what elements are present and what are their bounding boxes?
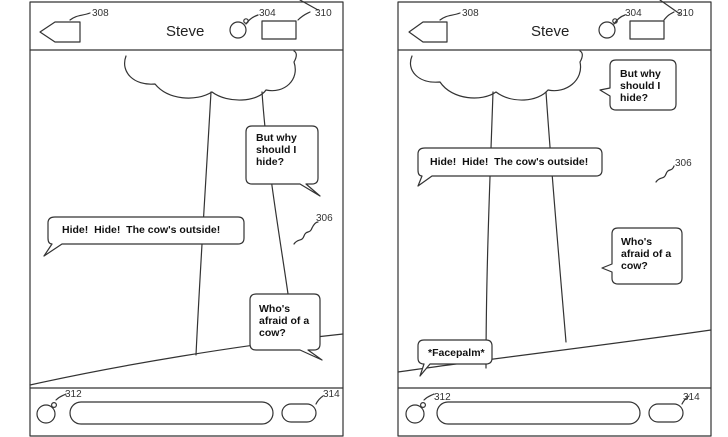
left-ref-312: 312	[65, 389, 82, 400]
left-tree-canopy	[124, 50, 297, 101]
right-bubble-shape-1	[599, 59, 677, 111]
right-tree-trunk-right	[545, 91, 567, 343]
left-ref-304: 304	[259, 8, 276, 19]
left-ref-310: 310	[315, 8, 332, 19]
right-footer-camera-icon	[405, 404, 425, 424]
left-call-button	[261, 20, 297, 40]
right-bubble-but-why: But why should I hide?	[620, 68, 661, 104]
right-tree-canopy	[409, 50, 583, 101]
left-leader-310	[297, 11, 311, 21]
right-corner-lead	[659, 0, 681, 15]
left-ref-308: 308	[92, 8, 109, 19]
left-contact-name: Steve	[166, 23, 205, 40]
right-send-button	[648, 403, 684, 423]
right-ref-304: 304	[625, 8, 642, 19]
right-bubble-shape-4	[417, 339, 493, 377]
left-phone	[29, 0, 344, 437]
right-leader-304	[613, 14, 626, 25]
right-ref-312: 312	[434, 392, 451, 403]
left-ref-306: 306	[316, 213, 333, 224]
left-bubble-shape-2	[43, 216, 245, 257]
right-ref-308: 308	[462, 8, 479, 19]
left-bubble-shape-3	[249, 293, 323, 361]
left-leader-314	[315, 395, 324, 405]
right-bubble-shape-2	[417, 147, 603, 187]
right-back-button	[408, 21, 448, 43]
left-bubble-hide: Hide! Hide! The cow's outside!	[62, 224, 221, 236]
right-phone	[397, 0, 712, 437]
right-leader-310	[663, 11, 675, 21]
left-camera-icon	[229, 21, 247, 39]
right-text-input	[436, 401, 641, 425]
right-ground-line	[397, 329, 712, 373]
right-bubble-shape-3	[601, 227, 683, 285]
right-bubble-whos-afraid: Who's afraid of a cow?	[621, 236, 672, 272]
right-ref-306: 306	[675, 158, 692, 169]
right-squiggle-306	[655, 165, 675, 183]
left-text-input	[69, 401, 274, 425]
right-ref-310: 310	[677, 8, 694, 19]
left-leader-312	[55, 393, 67, 401]
left-leader-308	[69, 12, 91, 21]
left-bubble-but-why: But why should I hide?	[256, 132, 297, 168]
right-camera-icon	[598, 21, 616, 39]
right-call-button	[629, 20, 665, 40]
left-footer-camera-icon	[36, 404, 56, 424]
right-leader-312	[423, 393, 435, 401]
left-corner-lead	[299, 0, 319, 11]
left-camera-lens	[243, 18, 249, 24]
right-contact-name: Steve	[531, 23, 570, 40]
left-ref-314: 314	[323, 389, 340, 400]
left-bubble-whos-afraid: Who's afraid of a cow?	[259, 303, 310, 339]
right-bubble-hide: Hide! Hide! The cow's outside!	[430, 156, 589, 168]
left-squiggle-306	[293, 221, 319, 245]
left-bubble-shape-1	[245, 125, 321, 197]
left-back-button	[39, 21, 81, 43]
right-phone-frame	[397, 1, 712, 437]
right-leader-314	[681, 395, 690, 405]
right-leader-308	[439, 12, 461, 21]
left-phone-frame	[29, 1, 344, 437]
right-bubble-facepalm: *Facepalm*	[428, 347, 485, 359]
left-send-button	[281, 403, 317, 423]
right-footer-camera-lens	[420, 402, 427, 409]
right-ref-314: 314	[683, 392, 700, 403]
right-tree-trunk-left	[485, 91, 494, 369]
left-footer-camera-lens	[50, 402, 57, 409]
